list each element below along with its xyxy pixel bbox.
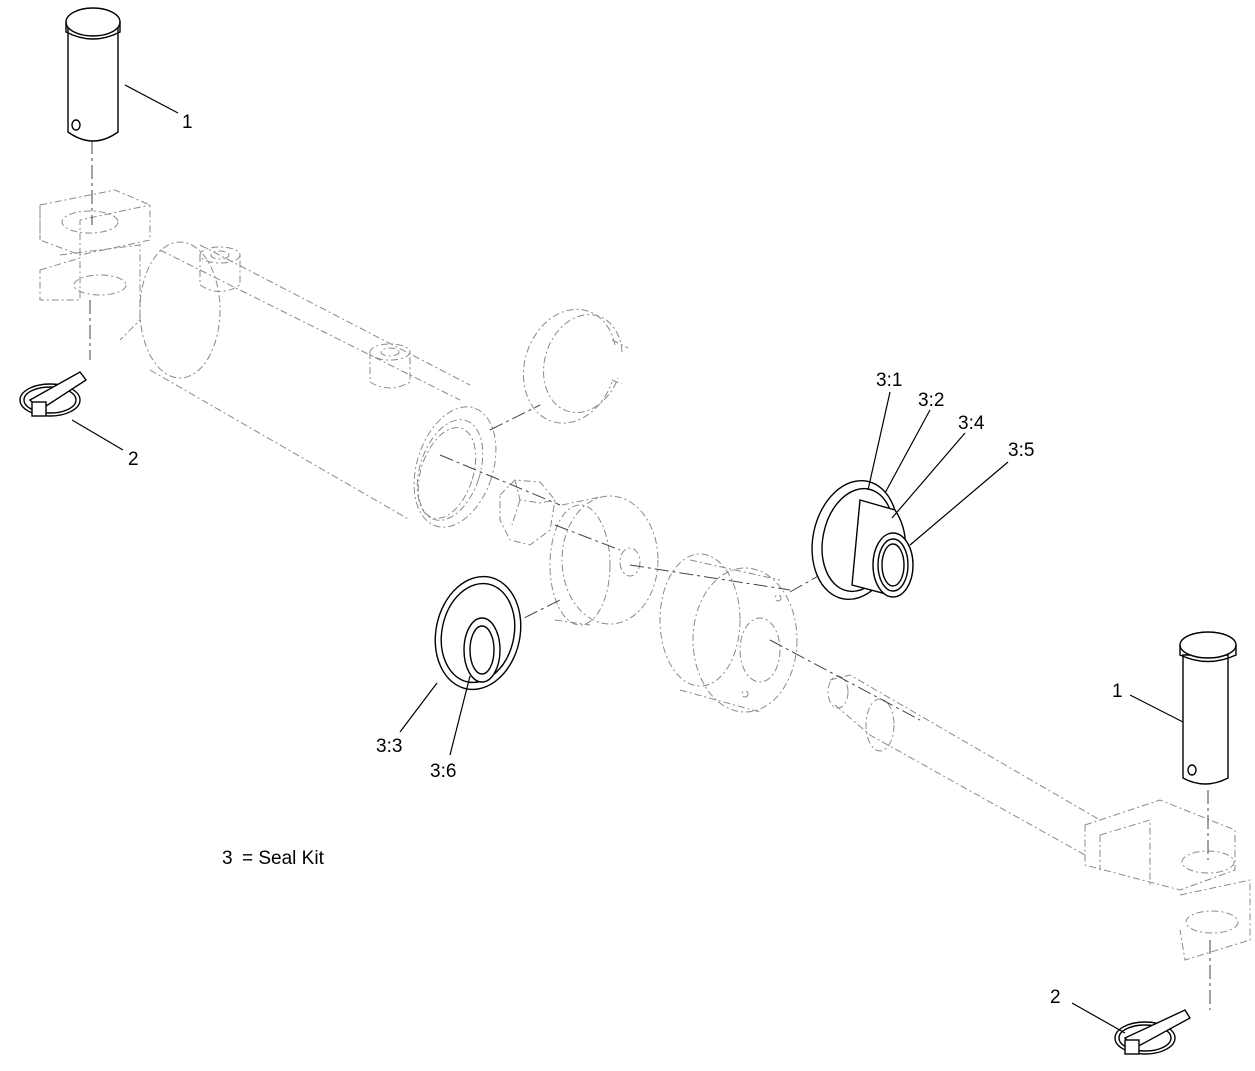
legend-number: 3 (222, 848, 233, 869)
callout-3-2: 3:2 (918, 390, 944, 411)
wiper-seal (434, 575, 522, 691)
callout-3-1: 3:1 (876, 370, 902, 391)
legend: 3 = Seal Kit (222, 848, 325, 869)
callout-1-right: 1 (1112, 681, 1123, 702)
legend-text: = Seal Kit (242, 848, 325, 869)
gland-phantom (659, 553, 798, 713)
centerlines (89, 140, 1211, 1010)
callout-3-3: 3:3 (376, 736, 402, 757)
piston-phantom (549, 495, 659, 626)
cylinder-barrel-phantom (39, 189, 497, 528)
callout-2-left: 2 (128, 449, 139, 470)
callout-3-6: 3:6 (430, 761, 456, 782)
clevis-pin-right (1179, 631, 1237, 785)
callout-2-bottom: 2 (1050, 987, 1061, 1008)
hair-pin-clip-left (19, 371, 88, 417)
hair-pin-clip-bottom (1114, 1009, 1191, 1055)
callout-1-top: 1 (182, 112, 193, 133)
hex-nut-phantom (499, 479, 556, 546)
callout-3-4: 3:4 (958, 413, 985, 434)
snap-ring-phantom (522, 308, 629, 424)
callout-3-5: 3:5 (1008, 440, 1034, 461)
leader-lines (71, 84, 1184, 1034)
gland-seal-assembly (811, 479, 914, 601)
clevis-pin-top (65, 7, 121, 142)
